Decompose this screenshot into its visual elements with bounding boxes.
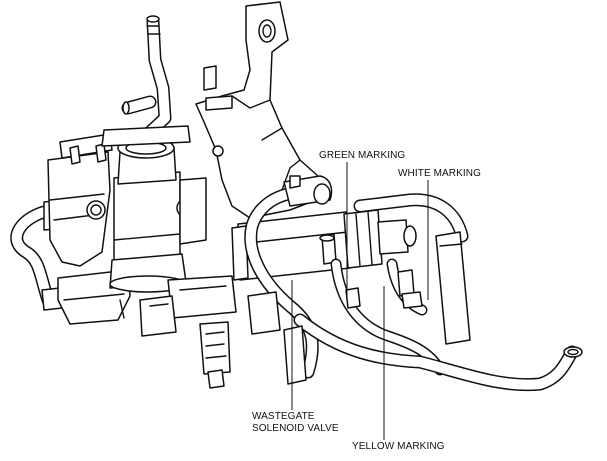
mounting-bracket [195, 1, 331, 219]
misc-lower-parts [139, 291, 307, 385]
yellow-marking-label: YELLOW MARKING [352, 441, 445, 452]
hose-set [244, 175, 583, 392]
green-marking-label: GREEN MARKING [319, 150, 406, 161]
wastegate-label-line1: WASTEGATE [252, 411, 315, 422]
upper-fuel-pipe [121, 15, 172, 139]
wastegate-label-line2: SOLENOID VALVE [252, 423, 339, 434]
leader-lines [291, 162, 429, 440]
actuator-body [47, 133, 131, 325]
lower-connector [167, 275, 237, 389]
white-marking-label: WHITE MARKING [398, 168, 481, 179]
